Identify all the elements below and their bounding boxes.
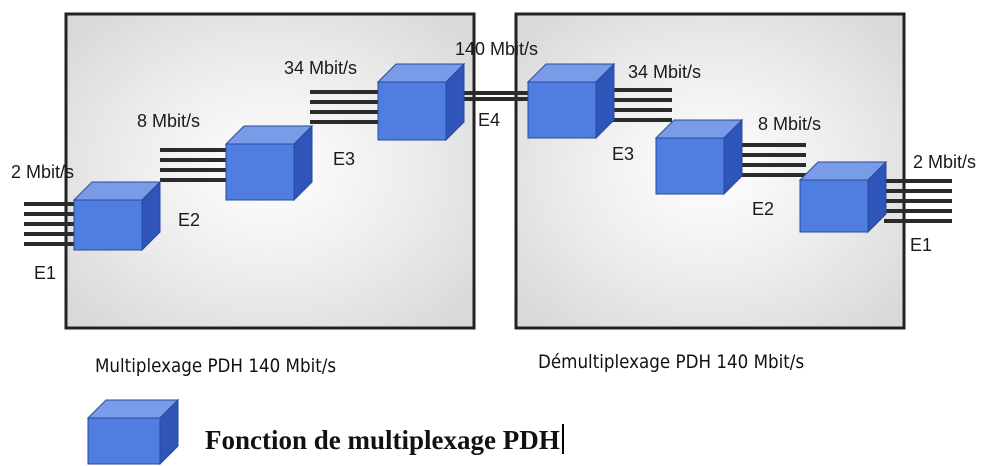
link-e4-label: E4 — [478, 110, 500, 130]
mux-cube-e3 — [376, 62, 466, 142]
demux-e1-label: E1 — [910, 235, 932, 255]
e1-input-lines — [24, 202, 78, 246]
mux-e2-rate-label: 8 Mbit/s — [137, 111, 200, 131]
e3-lines-demux — [612, 88, 672, 122]
e4-link-lines — [462, 91, 530, 101]
demux-e1-rate-label: 2 Mbit/s — [913, 152, 976, 172]
link-rate-label: 140 Mbit/s — [455, 39, 538, 59]
text-cursor — [561, 424, 564, 454]
mux-e2-label: E2 — [178, 210, 200, 230]
e2-lines-demux — [740, 143, 806, 177]
mux-cube-e2 — [224, 124, 314, 202]
mux-e3-label: E3 — [333, 149, 355, 169]
e2-lines-mux — [160, 148, 230, 182]
demultiplexing-caption: Démultiplexage PDH 140 Mbit/s — [538, 351, 805, 373]
demux-cube-e3 — [654, 118, 744, 196]
mux-e3-rate-label: 34 Mbit/s — [284, 58, 357, 78]
legend-label: Fonction de multiplexage PDH — [205, 425, 560, 455]
demux-e2-rate-label: 8 Mbit/s — [758, 114, 821, 134]
demux-e2-label: E2 — [752, 199, 774, 219]
legend-cube-icon — [86, 398, 180, 466]
demux-cube-e2 — [798, 160, 888, 234]
legend-label-row: Fonction de multiplexage PDH — [205, 424, 564, 456]
mux-cube-e1 — [72, 180, 162, 252]
mux-e1-label: E1 — [34, 263, 56, 283]
e3-lines-mux — [310, 90, 380, 124]
e1-output-lines — [884, 179, 952, 223]
multiplexing-caption: Multiplexage PDH 140 Mbit/s — [95, 355, 337, 377]
mux-e1-rate-label: 2 Mbit/s — [11, 162, 74, 182]
demux-e3-rate-label: 34 Mbit/s — [628, 62, 701, 82]
demux-e3-label: E3 — [612, 144, 634, 164]
demux-cube-e4 — [526, 62, 616, 140]
